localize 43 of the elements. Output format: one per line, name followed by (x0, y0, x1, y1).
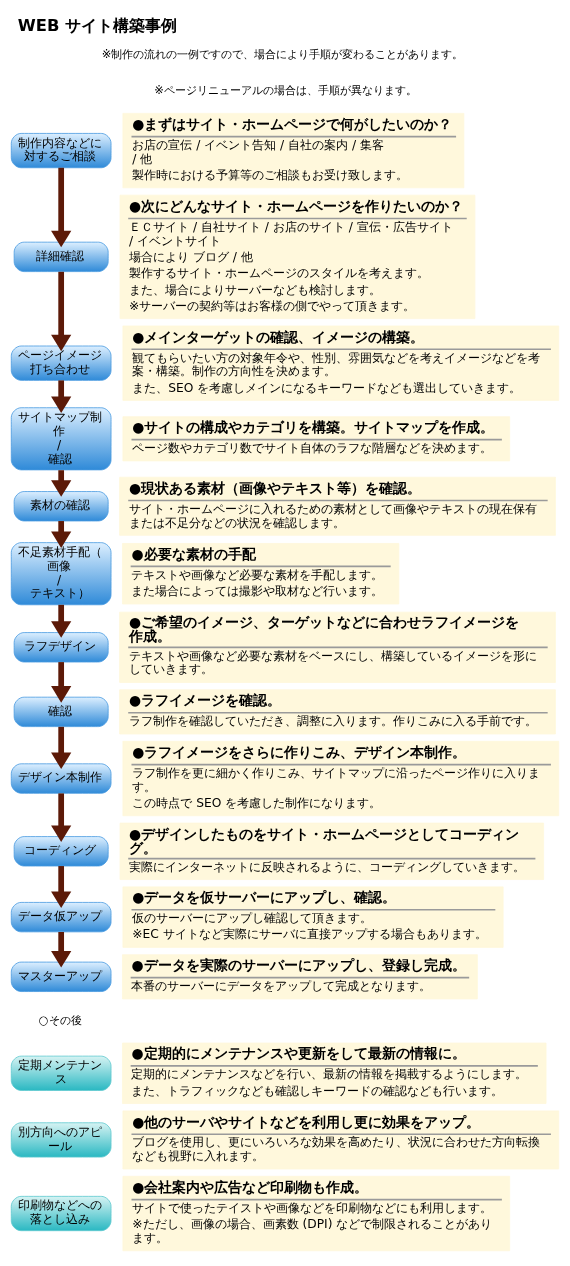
arrow (51, 932, 72, 968)
label: ※ページリニューアルの場合は、手順が異なります。 (154, 83, 417, 98)
arrow (51, 866, 72, 908)
node-box: ●定期的にメンテナンスや更新をして最新の情報に。 定期的にメンテナンスなどを行い、最新の情報を掲載するようにします。 また、トラフィックなども確認しキーワードの確認なども行います。 (122, 1042, 547, 1104)
node-box: ●会社案内や広告など印刷物も作成。 サイトで使ったテイストや画像などを印刷物などにも利用します。 ※ただし、画像の場合、画素数 (DPI) などで制限されることがあります。 (122, 1175, 511, 1252)
node-box: ●デザインしたものをサイト・ホームページとしてコーディング。 実際にインターネットに反映されるように、コーディングしていきます。 (119, 822, 544, 880)
node-box: 不足素材手配（画像 / テキスト） (10, 542, 112, 606)
arrow (51, 271, 72, 352)
node-box: ●データを仮サーバーにアップし、確認。 仮のサーバーにアップし確認して頂きます。 ※EC サイトなど実際にサーバに直接アップする場合もあります。 (122, 886, 504, 948)
node-box: ●メインターゲットの確認、イメージの構築。 観てもらいたい方の対象年令や、性別、雰囲気などを考えイメージなどを考案・構築。制作の方向性を決めます。 また、SEO を考慮しメインになるキーワードなども選出していきます。 (122, 325, 560, 401)
node-box: ●ラフイメージをさらに作りこみ、デザイン本制作。 ラフ制作を更に細かく作りこみ、サイトマップに沿ったページ作りに入ります。 この時点で SEO を考慮した制作になります。 (122, 740, 560, 817)
node-box: 印刷物などへの落とし込み (10, 1195, 112, 1232)
node-box: サイトマップ制作 / 確認 (10, 407, 112, 471)
arrow (51, 604, 72, 638)
node-box: ●まずはサイト・ホームページで何がしたいのか？ お店の宣伝 / イベント告知 / 自社の案内 / 集客 / 他 製作時における予算等のご相談もお受け致します。 (122, 113, 465, 189)
node-box: ●データを実際のサーバーにアップし、登録し完成。 本番のサーバーにデータをアップして完成となります。 (122, 954, 478, 1000)
label: ○その後 (38, 1013, 82, 1027)
node-box: 素材の確認 (13, 491, 109, 522)
node-box: デザイン本制作 (10, 763, 112, 794)
node-box: ●次にどんなサイト・ホームページを作りたいのか？ ＥＣサイト / 自社サイト / お店のサイト / 宣伝・広告サイト / イベントサイト 場合により ブログ / 他 製作するサイト・ホームページのスタイルを考えます。 また、場合によりサーバーなども検討します。 ※サーバーの契約等はお客様の側でやって頂きます。 (119, 194, 476, 320)
node-box: マスターアップ (10, 961, 112, 992)
arrow (51, 662, 72, 703)
node-box: ●必要な素材の手配 テキストや画像など必要な素材を手配します。 また場合によっては撮影や取材など行います。 (122, 543, 400, 605)
node-box: ラフデザイン (13, 632, 109, 663)
node-box: 詳細確認 (13, 241, 109, 272)
node-box: 制作内容などに対するご相談 (10, 133, 112, 169)
label: ※制作の流れの一例ですので、場合により手順が変わることがあります。 (101, 46, 464, 61)
arrow (51, 726, 72, 770)
diagram-title: WEB サイト構築事例 (17, 15, 178, 35)
node-box: ●サイトの構成やカテゴリを構築。サイトマップを作成。 ページ数やカテゴリ数でサイト自体のラフな階層などを決めます。 (122, 416, 511, 462)
node-box: ●現状ある素材（画像やテキスト等）を確認。 サイト・ホームページに入れるための素材として画像やテキストの現在保有または不足分などの状況を確認します。 (119, 476, 556, 536)
node-box: 定期メンテナンス (10, 1055, 112, 1091)
node-box: ●他のサーバやサイトなどを利用し更に効果をアップ。 ブログを使用し、更にいろいろな効果を高めたり、状況に合わせた方向転換なども視野に入れます。 (122, 1110, 560, 1170)
node-box: ●ご希望のイメージ、ターゲットなどに合わせラフイメージを作成。 テキストや画像など必要な素材をベースにし、構築しているイメージを形にしていきます。 (119, 611, 556, 683)
node-box: ●ラフイメージを確認。 ラフ制作を確認していただき、調整に入ります。作りこみに入る手前です。 (119, 689, 556, 735)
node-box: 別方向へのアピール (10, 1122, 112, 1158)
node-box: ページイメージ打ち合わせ (10, 345, 112, 381)
arrow (51, 793, 72, 842)
node-box: コーディング (13, 836, 109, 867)
node-box: データ仮アップ (10, 902, 112, 933)
arrow (51, 380, 72, 414)
node-box: 確認 (13, 696, 109, 728)
arrow (51, 167, 72, 248)
